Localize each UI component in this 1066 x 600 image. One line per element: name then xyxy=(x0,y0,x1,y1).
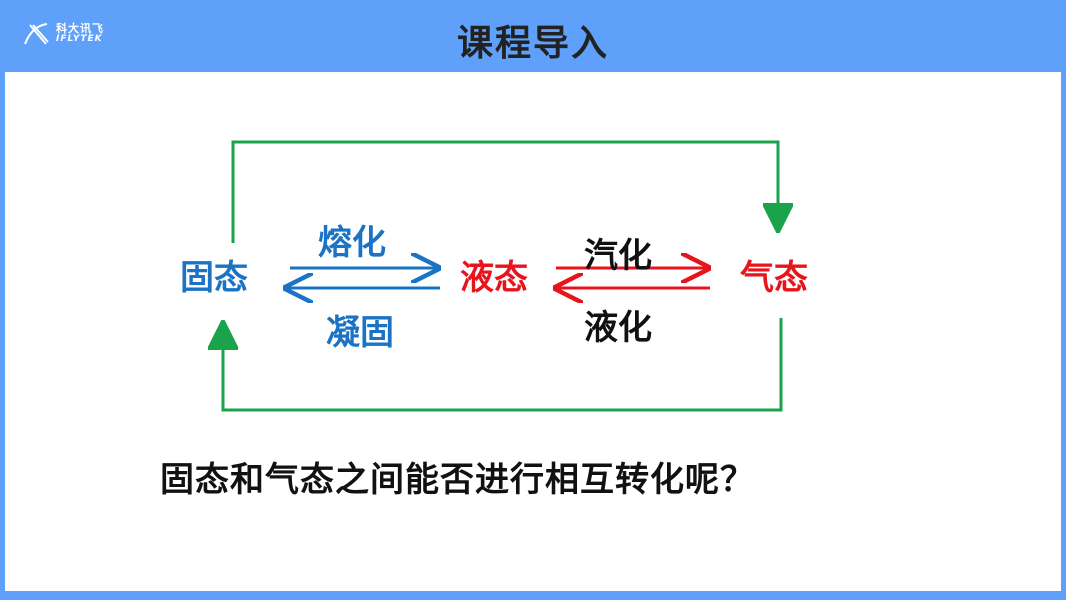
logo-cn: 科大讯飞 xyxy=(56,22,104,35)
deposition-arrow xyxy=(223,318,783,412)
page-title: 课程导入 xyxy=(456,23,609,64)
question-text: 固态和气态之间能否进行相互转化呢？ xyxy=(160,460,755,500)
iflytek-x-icon xyxy=(24,23,49,45)
melting-label: 熔化 xyxy=(318,223,386,263)
solid-state-label: 固态 xyxy=(180,258,248,298)
logo-en: IFLYTEK xyxy=(56,34,103,44)
iflytek-logo: 科大讯飞 IFLYTEK xyxy=(22,22,104,46)
solidification-label: 凝固 xyxy=(326,313,394,353)
vaporization-label: 汽化 xyxy=(584,236,652,276)
liquefaction-label: 液化 xyxy=(584,308,652,348)
sublimation-arrow xyxy=(231,140,778,243)
slide-body xyxy=(5,72,1061,591)
gas-state-label: 气态 xyxy=(740,258,808,298)
liquid-state-label: 液态 xyxy=(460,258,528,298)
